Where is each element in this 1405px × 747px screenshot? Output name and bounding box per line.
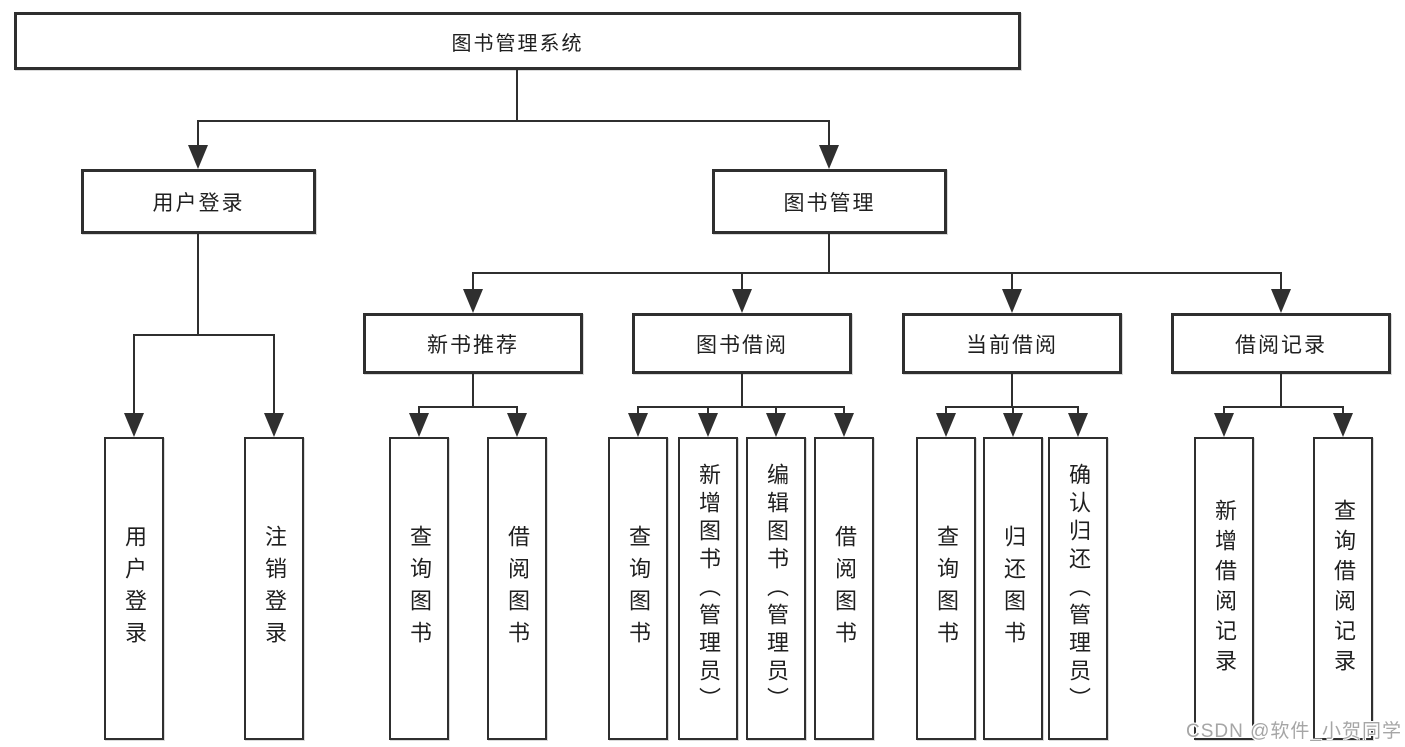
- arrow-down-icon: [1002, 289, 1022, 313]
- connector-line: [1342, 406, 1344, 416]
- arrow-down-icon: [628, 413, 648, 437]
- node-book-borrow: 图书借阅: [632, 313, 852, 374]
- arrow-down-icon: [698, 413, 718, 437]
- node-label: 编辑图书（管理员）: [764, 462, 789, 715]
- node-label: 注销登录: [262, 524, 287, 653]
- node-label: 查询图书: [626, 524, 651, 653]
- node-label: 归还图书: [1001, 524, 1026, 653]
- node-label: 借阅图书: [832, 524, 857, 653]
- connector-line: [828, 120, 830, 148]
- arrow-down-icon: [463, 289, 483, 313]
- node-label: 查询借阅记录: [1331, 498, 1356, 679]
- connector-line: [637, 406, 639, 416]
- leaf-add-borrow-record: 新增借阅记录: [1194, 437, 1254, 740]
- leaf-query-book-3: 查询图书: [916, 437, 976, 740]
- connector-line: [516, 406, 518, 416]
- node-book-management: 图书管理: [712, 169, 947, 234]
- connector-line: [637, 406, 845, 408]
- node-label: 借阅图书: [505, 524, 530, 653]
- arrow-down-icon: [124, 413, 144, 437]
- node-label: 新书推荐: [427, 333, 519, 357]
- node-label: 查询图书: [407, 524, 432, 653]
- leaf-add-book-admin: 新增图书（管理员）: [678, 437, 738, 740]
- node-library-management-system: 图书管理系统: [14, 12, 1021, 70]
- node-label: 新增图书（管理员）: [696, 462, 721, 715]
- node-label: 查询图书: [934, 524, 959, 653]
- csdn-watermark: CSDN @软件_小贺同学: [1186, 721, 1402, 742]
- node-label: 借阅记录: [1235, 333, 1327, 357]
- node-label: 图书管理系统: [451, 32, 584, 55]
- arrow-down-icon: [732, 289, 752, 313]
- leaf-query-borrow-record: 查询借阅记录: [1313, 437, 1373, 740]
- connector-line: [472, 272, 1282, 274]
- connector-line: [197, 120, 199, 148]
- node-label: 用户登录: [122, 524, 147, 653]
- arrow-down-icon: [264, 413, 284, 437]
- leaf-query-book-1: 查询图书: [389, 437, 449, 740]
- connector-line: [828, 234, 830, 274]
- connector-line: [472, 272, 474, 292]
- arrow-down-icon: [1214, 413, 1234, 437]
- connector-line: [273, 334, 275, 415]
- connector-line: [1280, 374, 1282, 408]
- node-borrow-record: 借阅记录: [1171, 313, 1391, 374]
- node-label: 图书管理: [783, 191, 876, 215]
- leaf-borrow-book-2: 借阅图书: [814, 437, 874, 740]
- leaf-user-login: 用户登录: [104, 437, 164, 740]
- connector-line: [418, 406, 420, 416]
- connector-line: [133, 334, 135, 415]
- arrow-down-icon: [507, 413, 527, 437]
- arrow-down-icon: [409, 413, 429, 437]
- connector-line: [843, 406, 845, 416]
- connector-line: [197, 120, 830, 122]
- connector-line: [1012, 406, 1014, 416]
- node-label: 当前借阅: [966, 333, 1058, 357]
- connector-line: [1223, 406, 1343, 408]
- node-current-borrow: 当前借阅: [902, 313, 1122, 374]
- node-label: 新增借阅记录: [1212, 498, 1237, 679]
- connector-line: [1077, 406, 1079, 416]
- arrow-down-icon: [1333, 413, 1353, 437]
- leaf-edit-book-admin: 编辑图书（管理员）: [746, 437, 806, 740]
- node-new-book-recommend: 新书推荐: [363, 313, 583, 374]
- arrow-down-icon: [1271, 289, 1291, 313]
- arrow-down-icon: [766, 413, 786, 437]
- leaf-query-book-2: 查询图书: [608, 437, 668, 740]
- leaf-confirm-return-admin: 确认归还（管理员）: [1048, 437, 1108, 740]
- connector-line: [472, 374, 474, 408]
- leaf-logout: 注销登录: [244, 437, 304, 740]
- connector-line: [945, 406, 947, 416]
- arrow-down-icon: [1068, 413, 1088, 437]
- connector-line: [741, 374, 743, 408]
- connector-line: [775, 406, 777, 416]
- arrow-down-icon: [936, 413, 956, 437]
- connector-line: [133, 334, 275, 336]
- connector-line: [707, 406, 709, 416]
- node-label: 图书借阅: [696, 333, 788, 357]
- node-label: 用户登录: [152, 191, 245, 215]
- arrow-down-icon: [188, 145, 208, 169]
- arrow-down-icon: [834, 413, 854, 437]
- connector-line: [741, 272, 743, 292]
- arrow-down-icon: [1003, 413, 1023, 437]
- connector-line: [1011, 374, 1013, 408]
- connector-line: [197, 234, 199, 334]
- connector-line: [1011, 272, 1013, 292]
- connector-line: [1223, 406, 1225, 416]
- connector-line: [418, 406, 518, 408]
- node-label: 确认归还（管理员）: [1066, 462, 1091, 715]
- node-user-login: 用户登录: [81, 169, 316, 234]
- leaf-borrow-book-1: 借阅图书: [487, 437, 547, 740]
- connector-line: [1280, 272, 1282, 292]
- connector-line: [516, 70, 518, 122]
- arrow-down-icon: [819, 145, 839, 169]
- leaf-return-book: 归还图书: [983, 437, 1043, 740]
